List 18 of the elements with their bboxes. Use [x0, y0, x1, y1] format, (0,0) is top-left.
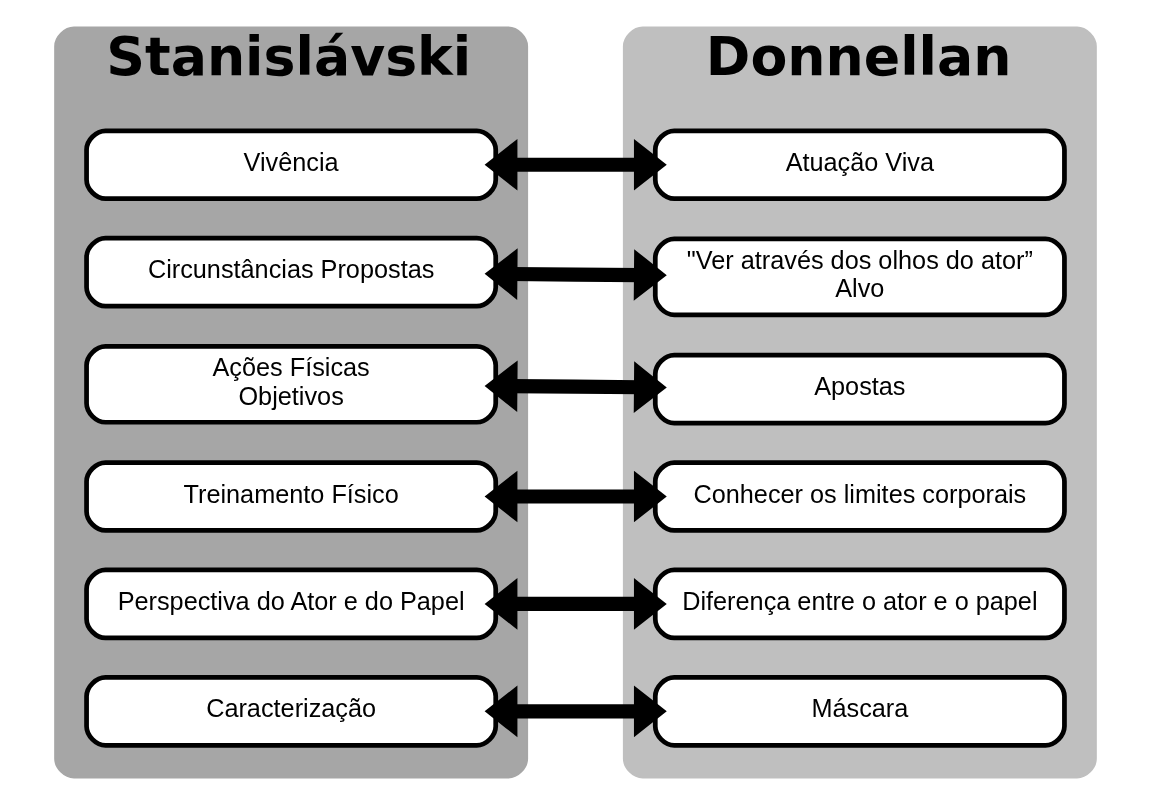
- arrow: [484, 138, 667, 191]
- node-box: Atuação Viva: [652, 128, 1067, 202]
- arrow: [484, 360, 667, 414]
- node-box: Apostas: [652, 352, 1067, 426]
- node-box: Vivência: [84, 128, 499, 202]
- node-box: Diferença entre o ator e o papel: [652, 567, 1067, 641]
- node-box: "Ver através dos olhos do ator” Alvo: [652, 236, 1067, 318]
- node-box: Perspectiva do Ator e do Papel: [84, 567, 499, 641]
- node-box: Máscara: [652, 675, 1067, 748]
- arrow: [484, 685, 667, 738]
- node-box: Caracterização: [84, 675, 499, 748]
- arrow: [484, 248, 667, 301]
- node-box: Conhecer os limites corporais: [652, 460, 1067, 533]
- node-box: Ações Físicas Objetivos: [84, 344, 499, 425]
- arrow: [484, 470, 667, 523]
- arrow: [484, 578, 667, 630]
- node-box: Treinamento Físico: [84, 460, 499, 533]
- node-box: Circunstâncias Propostas: [84, 235, 499, 309]
